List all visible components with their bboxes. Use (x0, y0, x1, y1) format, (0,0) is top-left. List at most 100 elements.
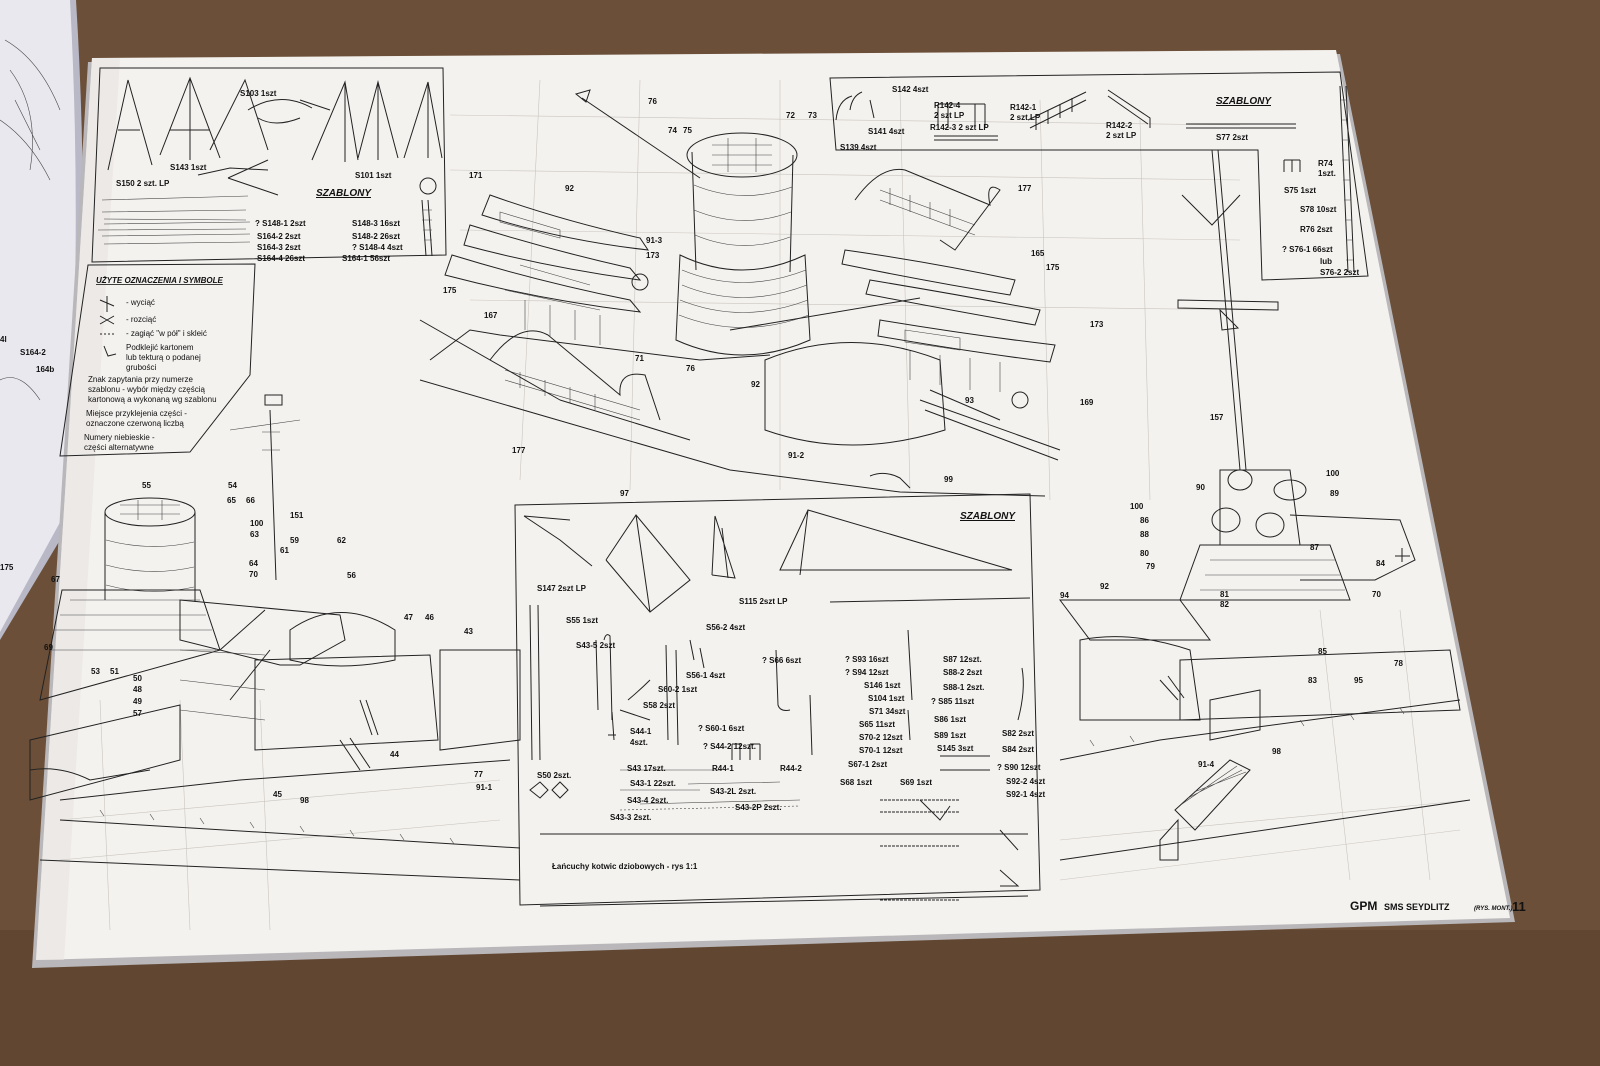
callout: 95 (1354, 676, 1363, 685)
callout: 72 (786, 111, 795, 120)
part-label: S164-1 56szt (342, 254, 390, 263)
callout: 80 (1140, 549, 1149, 558)
part-label: S56-1 4szt (686, 671, 725, 680)
part-label: S70-1 12szt (859, 746, 903, 755)
callout: 89 (1330, 489, 1339, 498)
callout: 92 (1100, 582, 1109, 591)
callout: 69 (44, 643, 53, 652)
footer-subtitle: (RYS. MONT.) (1474, 906, 1512, 912)
part-label: 2 szt LP (934, 111, 965, 120)
callout: 70 (1372, 590, 1381, 599)
right-callouts: 157 90 100 89 100 86 88 80 79 87 84 81 8… (1060, 413, 1403, 769)
part-label: 1szt. (1318, 169, 1336, 178)
part-label: S58 2szt (643, 701, 675, 710)
callout: 177 (512, 446, 526, 455)
part-label: ? S90 12szt (997, 763, 1041, 772)
legend-note: szablonu - wybór między częścią (88, 385, 205, 394)
part-label: S56-2 4szt (706, 623, 745, 632)
part-label: lub (1320, 257, 1332, 266)
part-label: S82 2szt (1002, 729, 1034, 738)
part-label: S84 2szt (1002, 745, 1034, 754)
legend-note: Numery niebieskie - (84, 433, 155, 442)
part-label: S77 2szt (1216, 133, 1248, 142)
part-label: S103 1szt (240, 89, 277, 98)
callout: 84 (1376, 559, 1385, 568)
part-label: R74 (1318, 159, 1333, 168)
callout: 91-1 (476, 783, 493, 792)
callout: 57 (133, 709, 142, 718)
part-label: S88-1 2szt. (943, 683, 984, 692)
part-label: ? S44-2 12szt. (703, 742, 756, 751)
part-label: 2 szt LP (1106, 131, 1137, 140)
callout: 53 (91, 667, 100, 676)
left-callouts: 55 54 65 66 100 63 67 151 59 61 62 64 70… (44, 481, 493, 805)
callout: 82 (1220, 600, 1229, 609)
center-assembly-drawing (419, 89, 1061, 497)
callout: 165 (1031, 249, 1045, 258)
templates-title: SZABLONY (960, 511, 1016, 522)
callout: 74 (668, 126, 677, 135)
callout: 55 (142, 481, 151, 490)
part-label: S89 1szt (934, 731, 966, 740)
callout: 100 (1326, 469, 1340, 478)
part-label: S150 2 szt. LP (116, 179, 170, 188)
legend-item: - zagiąć "w pół" i skleić (126, 329, 207, 338)
part-label: R76 2szt (1300, 225, 1333, 234)
callout: 87 (1310, 543, 1319, 552)
part-label: S141 4szt (868, 127, 905, 136)
callout: 48 (133, 685, 142, 694)
callout: 90 (1196, 483, 1205, 492)
part-label: S78 10szt (1300, 205, 1337, 214)
part-label: R142-4 (934, 101, 961, 110)
callout: 97 (620, 489, 629, 498)
callout: 169 (1080, 398, 1094, 407)
callout: 73 (808, 111, 817, 120)
svg-text:164b: 164b (36, 365, 54, 374)
callout: 49 (133, 697, 142, 706)
callout: 93 (965, 396, 974, 405)
callout: 81 (1220, 590, 1229, 599)
part-label: S92-2 4szt (1006, 777, 1045, 786)
callout: 50 (133, 674, 142, 683)
part-label: S139 4szt (840, 143, 877, 152)
part-label: S71 34szt (869, 707, 906, 716)
part-label: ? S148-1 2szt (255, 219, 306, 228)
part-label: ? S60-1 6szt (698, 724, 745, 733)
part-label: S146 1szt (864, 681, 901, 690)
legend-box: UŻYTE OZNACZENIA I SYMBOLE - wyciąć - ro… (59, 263, 256, 457)
part-label: S43-2P 2szt. (735, 803, 782, 812)
callout: 92 (751, 380, 760, 389)
callout: 76 (686, 364, 695, 373)
callout: 173 (1090, 320, 1104, 329)
callout: 100 (250, 519, 264, 528)
callout: 94 (1060, 591, 1069, 600)
forward-superstructure-drawing (29, 394, 521, 881)
callout: 151 (290, 511, 304, 520)
page-number: 11 (1512, 899, 1526, 914)
part-label: S43-4 2szt. (627, 796, 668, 805)
page-footer: GPM SMS SEYDLITZ (RYS. MONT.) 11 (1350, 899, 1526, 914)
part-label: S65 11szt (859, 720, 895, 729)
part-label: S143 1szt (170, 163, 207, 172)
background-plan-lines (59, 79, 1471, 931)
part-label: S67-1 2szt (848, 760, 887, 769)
footer-brand: GPM (1350, 899, 1377, 913)
legend-title: UŻYTE OZNACZENIA I SYMBOLE (96, 276, 223, 285)
part-label: R142-2 (1106, 121, 1133, 130)
callout: 71 (635, 354, 644, 363)
callout: 47 (404, 613, 413, 622)
part-label: S164-3 2szt (257, 243, 301, 252)
part-label: S43 17szt. (627, 764, 666, 773)
legend-note: oznaczone czerwoną liczbą (86, 419, 184, 428)
part-label: R44-1 (712, 764, 734, 773)
part-label: ? S93 16szt (845, 655, 889, 664)
legend-item: - rozciąć (126, 315, 156, 324)
part-label: S115 2szt LP (739, 597, 788, 606)
callout: 56 (347, 571, 356, 580)
legend-card-line: Podklejić kartonem (126, 343, 194, 352)
part-label: S55 1szt (566, 616, 598, 625)
templates-title: SZABLONY (1216, 96, 1272, 107)
center-callouts: 76 74 75 72 73 171 92 91-3 173 175 167 7… (443, 97, 1104, 498)
callout: 65 (227, 496, 236, 505)
legend-item: - wyciąć (126, 298, 155, 307)
